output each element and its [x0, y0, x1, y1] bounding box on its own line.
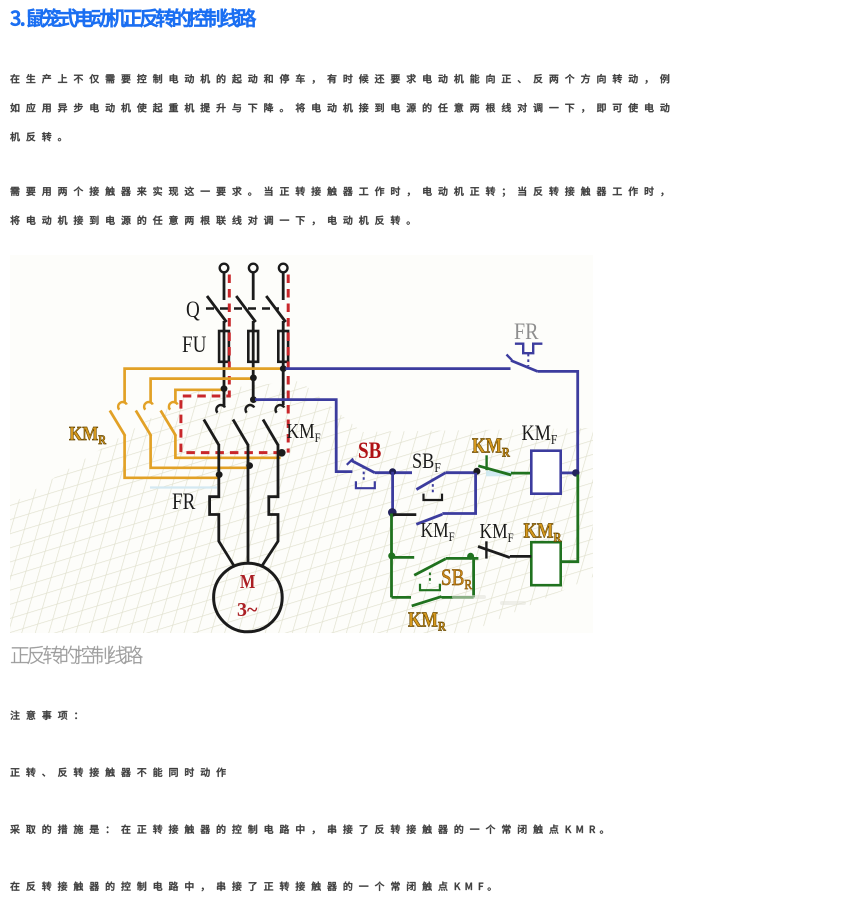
svg-text:SB: SB [358, 437, 381, 463]
svg-text:FU: FU [182, 331, 206, 357]
svg-text:KMR: KMR [408, 609, 446, 634]
svg-text:3~: 3~ [237, 599, 258, 621]
svg-text:FR: FR [514, 319, 539, 345]
svg-text:Q: Q [186, 296, 200, 322]
svg-text:M: M [240, 571, 255, 593]
svg-text:FR: FR [172, 488, 196, 514]
